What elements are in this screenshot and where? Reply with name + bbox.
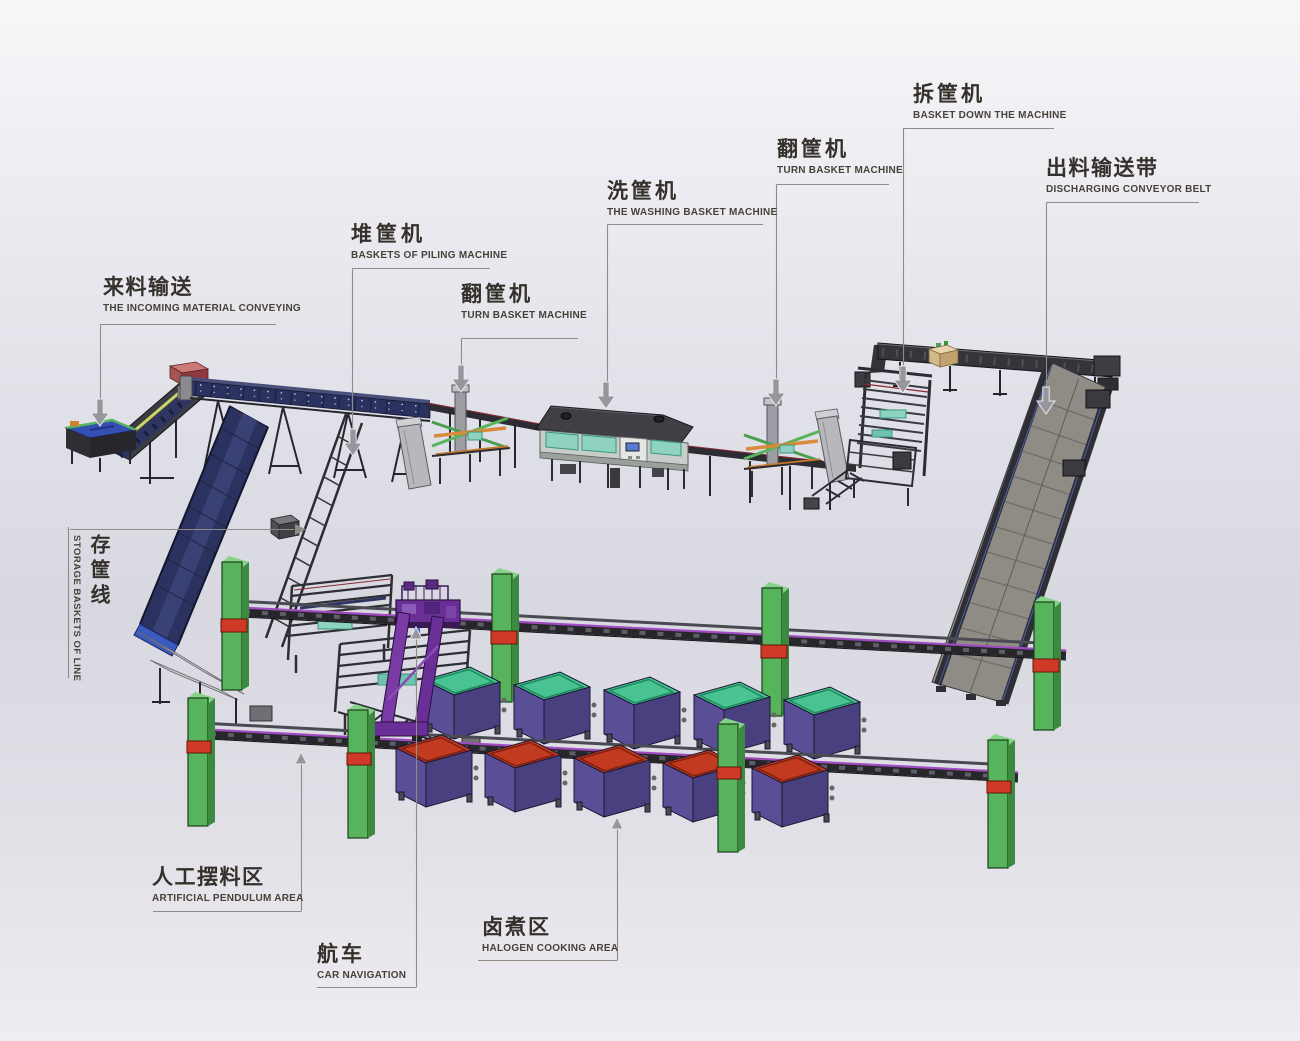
main-line	[64, 361, 857, 510]
cooking-tank	[750, 754, 835, 828]
label-discharging-en: DISCHARGING CONVEYOR BELT	[1046, 184, 1212, 195]
label-washing-zh: 洗筐机	[607, 180, 679, 203]
gantry-carriage	[365, 721, 429, 741]
arrow-down-icon	[451, 364, 471, 393]
label-car-zh: 航车	[317, 943, 365, 966]
pointer-arrows	[90, 364, 1056, 830]
label-storage-zh: 存筐线	[87, 534, 109, 609]
cooking-tank	[483, 739, 568, 813]
label-turn-left-zh: 翻筐机	[461, 283, 533, 306]
arrow-down-icon	[343, 428, 363, 457]
lane-drive-box	[270, 514, 300, 540]
cooking-tank	[394, 734, 479, 808]
label-incoming-zh: 来料输送	[103, 276, 193, 299]
label-turn-basket-right: 翻筐机 TURN BASKET MACHINE	[777, 138, 903, 176]
label-incoming-conveying: 来料输送 THE INCOMING MATERIAL CONVEYING	[103, 276, 301, 314]
label-turn-right-zh: 翻筐机	[777, 138, 849, 161]
arrow-up-icon	[610, 815, 624, 830]
arrow-up-icon	[409, 625, 423, 640]
label-storage-en: STORAGE BASKETS OF LINE	[71, 535, 82, 682]
label-car-navigation: 航车 CAR NAVIGATION	[317, 943, 406, 981]
cooking-tank	[572, 744, 657, 818]
gantry-rail-upper	[221, 599, 1067, 661]
label-piling-machine: 堆筐机 BASKETS OF PILING MACHINE	[351, 223, 507, 261]
label-pendulum-en: ARTIFICIAL PENDULUM AREA	[152, 893, 304, 904]
gantry-crane	[379, 579, 461, 734]
navy-slat-conveyor	[179, 375, 431, 483]
storage-baskets-line	[133, 405, 364, 724]
arrow-down-icon	[893, 365, 913, 394]
arrow-down-icon	[1036, 386, 1056, 415]
arrow-down-icon	[596, 381, 616, 410]
label-pendulum-zh: 人工摆料区	[152, 866, 265, 889]
label-discharging-zh: 出料输送带	[1046, 157, 1159, 180]
label-turn-basket-left: 翻筐机 TURN BASKET MACHINE	[461, 283, 587, 321]
basket-elevator-chutes	[395, 408, 850, 490]
label-basket-down-zh: 拆筐机	[913, 83, 985, 106]
leader-lines	[67, 127, 1199, 989]
label-piling-en: BASKETS OF PILING MACHINE	[351, 250, 508, 261]
basket-down-machine	[803, 366, 933, 510]
arrow-down-icon	[766, 378, 786, 407]
label-halogen-area: 卤煮区 HALOGEN COOKING AREA	[482, 916, 618, 954]
label-pendulum-area: 人工摆料区 ARTIFICIAL PENDULUM AREA	[152, 866, 304, 904]
turn-basket-machine-right	[743, 397, 823, 497]
tank	[602, 676, 687, 750]
arrow-up-icon	[294, 750, 308, 765]
label-turn-right-en: TURN BASKET MACHINE	[777, 165, 903, 176]
label-washing-machine: 洗筐机 THE WASHING BASKET MACHINE	[607, 180, 777, 218]
label-discharging-belt: 出料输送带 DISCHARGING CONVEYOR BELT	[1046, 157, 1212, 195]
washing-basket-machine	[535, 405, 694, 490]
tank	[512, 671, 597, 745]
arrow-down-icon	[90, 398, 110, 427]
discharging-conveyor-belt	[931, 359, 1113, 706]
label-halogen-en: HALOGEN COOKING AREA	[482, 943, 619, 954]
infeed-base	[64, 418, 138, 472]
label-incoming-en: THE INCOMING MATERIAL CONVEYING	[103, 303, 301, 314]
arrow-right-icon	[295, 524, 306, 535]
label-turn-left-en: TURN BASKET MACHINE	[461, 310, 587, 321]
label-car-en: CAR NAVIGATION	[317, 970, 407, 981]
gantry-pillars-upper	[220, 556, 1061, 731]
label-piling-zh: 堆筐机	[351, 223, 426, 246]
label-washing-en: THE WASHING BASKET MACHINE	[607, 207, 778, 218]
gantry-pillars-lower	[186, 692, 1015, 869]
label-basket-down-machine: 拆筐机 BASKET DOWN THE MACHINE	[913, 83, 1067, 121]
label-halogen-zh: 卤煮区	[482, 916, 551, 939]
tank	[782, 686, 867, 760]
basket-crate	[927, 341, 960, 368]
turn-basket-machine-left	[431, 384, 511, 484]
label-basket-down-en: BASKET DOWN THE MACHINE	[913, 110, 1067, 121]
